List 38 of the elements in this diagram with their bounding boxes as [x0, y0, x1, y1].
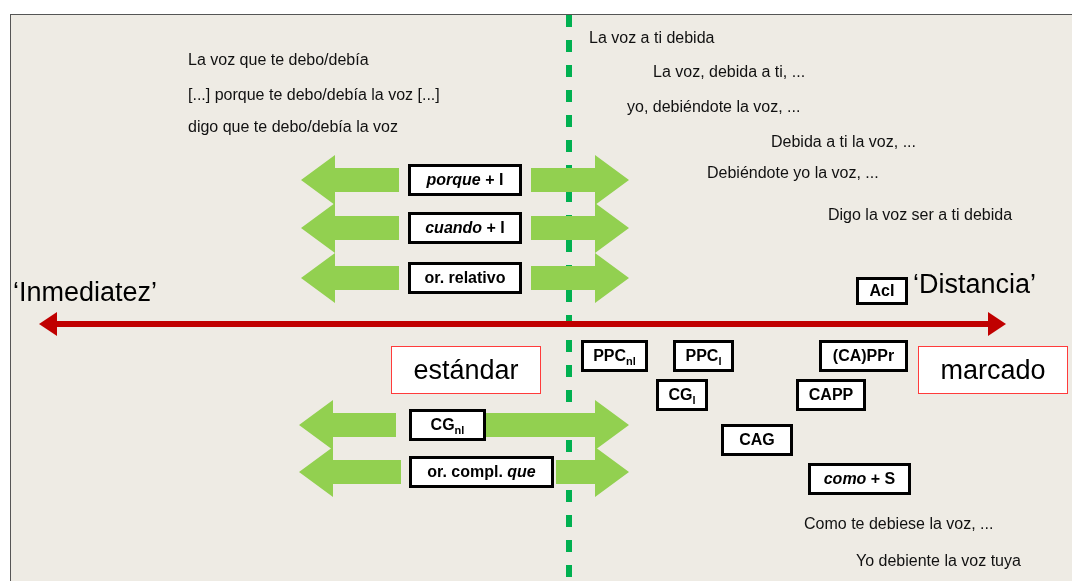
example-text: La voz que te debo/debía — [188, 51, 369, 69]
example-text: [...] porque te debo/debía la voz [...] — [188, 86, 440, 104]
term-box: or. relativo — [408, 262, 522, 294]
term-box: (CA)PPr — [819, 340, 908, 372]
example-text: Como te debiese la voz, ... — [804, 515, 994, 533]
term-box: como + S — [808, 463, 911, 495]
term-box: PPC$_{l}$ — [673, 340, 734, 372]
block-arrow — [301, 203, 399, 253]
term-box: CG$_{l}$ — [656, 379, 708, 411]
term-box: CAG — [721, 424, 793, 456]
term-box: CG$_{nl}$ — [409, 409, 486, 441]
block-arrow — [299, 400, 396, 450]
example-text: La voz a ti debida — [589, 29, 715, 47]
pole-label: ‘Distancia’ — [913, 269, 1037, 300]
block-arrow — [301, 155, 399, 205]
block-arrow — [531, 155, 629, 205]
pole-label: ‘Inmediatez’ — [13, 277, 158, 308]
example-text: Debiéndote yo la voz, ... — [707, 164, 879, 182]
term-box: PPC$_{nl}$ — [581, 340, 648, 372]
example-text: digo que te debo/debía la voz — [188, 118, 398, 136]
block-arrow — [531, 253, 629, 303]
term-box: or. compl. que — [409, 456, 554, 488]
block-arrow — [531, 203, 629, 253]
category-box: estándar — [391, 346, 541, 394]
example-text: Digo la voz ser a ti debida — [828, 206, 1013, 224]
example-text: Yo debiente la voz tuya — [856, 552, 1021, 570]
example-text: yo, debiéndote la voz, ... — [627, 98, 801, 116]
block-arrow — [556, 447, 629, 497]
term-box: porque + I — [408, 164, 522, 196]
term-box: AcI — [856, 277, 908, 305]
block-arrow — [486, 400, 629, 450]
term-box: cuando + I — [408, 212, 522, 244]
block-arrow — [299, 447, 401, 497]
block-arrow — [301, 253, 399, 303]
example-text: La voz, debida a ti, ... — [653, 63, 806, 81]
example-text: Debida a ti la voz, ... — [771, 133, 916, 151]
category-box: marcado — [918, 346, 1068, 394]
term-box: CAPP — [796, 379, 866, 411]
